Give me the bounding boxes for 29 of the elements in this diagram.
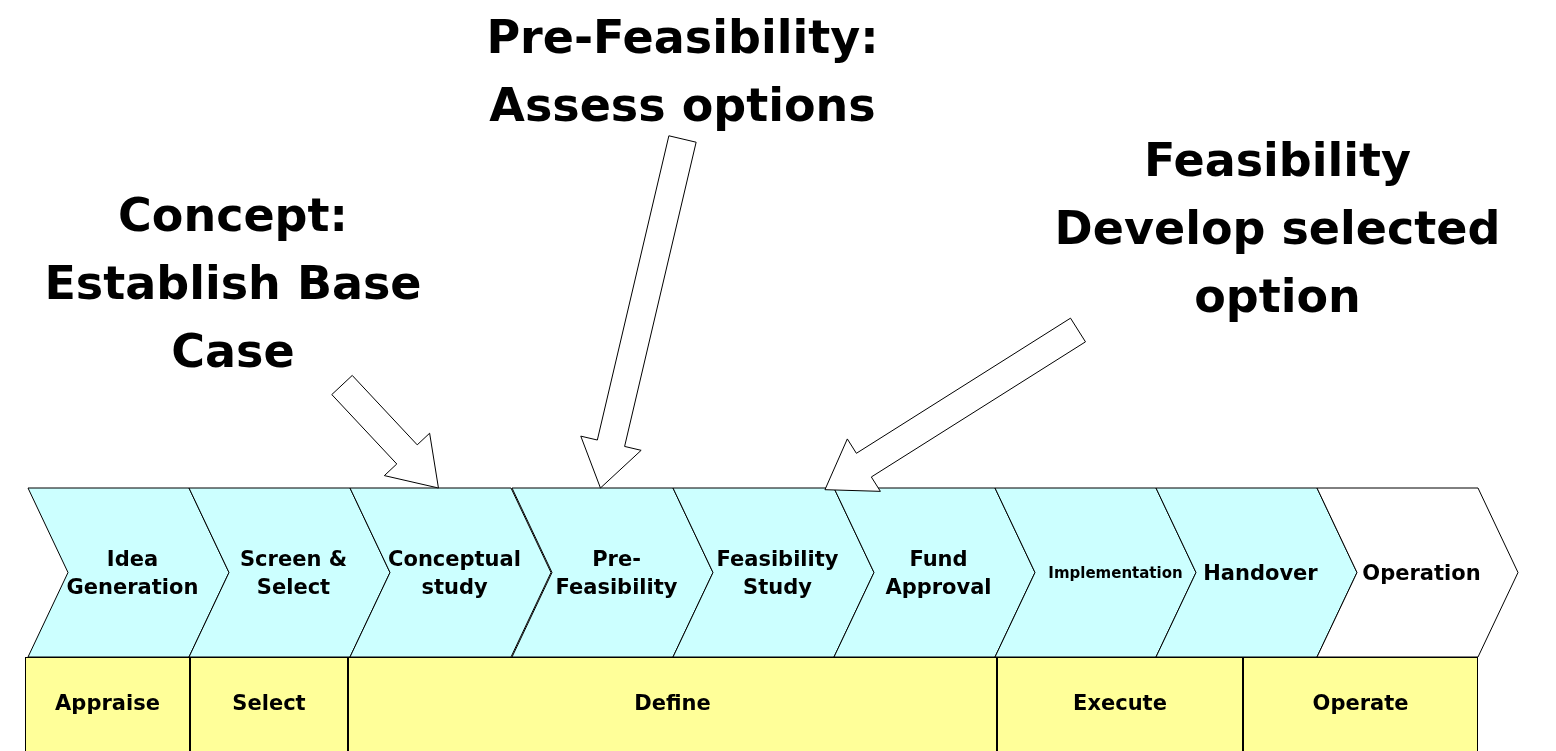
block-arrow <box>824 317 1086 492</box>
phase-label: Execute <box>1073 691 1167 715</box>
phase-heading: Feasibility Develop selected option <box>1040 126 1515 330</box>
phase-label: Define <box>634 691 711 715</box>
phase-label: Select <box>232 691 306 715</box>
step-label: Idea Generation <box>65 545 200 601</box>
phase-box <box>997 657 1243 751</box>
phase-label: Appraise <box>55 691 160 715</box>
step-label: Implementation <box>1047 562 1184 584</box>
chevron-step <box>28 488 229 657</box>
chevron-step <box>995 488 1196 657</box>
phase-box <box>1243 657 1478 751</box>
block-arrow <box>331 374 439 489</box>
step-label: Handover <box>1202 559 1319 587</box>
block-arrow <box>580 135 697 489</box>
step-label: Fund Approval <box>884 545 993 601</box>
phase-box <box>25 657 190 751</box>
phase-heading: Concept: Establish Base Case <box>2 181 464 385</box>
step-label: Feasibility Study <box>715 545 840 601</box>
step-label: Conceptual study <box>387 545 522 601</box>
chevron-step <box>1317 488 1518 657</box>
step-label: Pre-Feasibility <box>554 545 679 601</box>
step-label: Operation <box>1361 559 1482 587</box>
phase-box <box>348 657 997 751</box>
phase-heading: Pre-Feasibility: Assess options <box>440 3 925 139</box>
chevron-step <box>350 488 551 657</box>
step-label: Screen & Select <box>239 545 348 601</box>
phase-label: Operate <box>1312 691 1409 715</box>
phase-box <box>190 657 348 751</box>
